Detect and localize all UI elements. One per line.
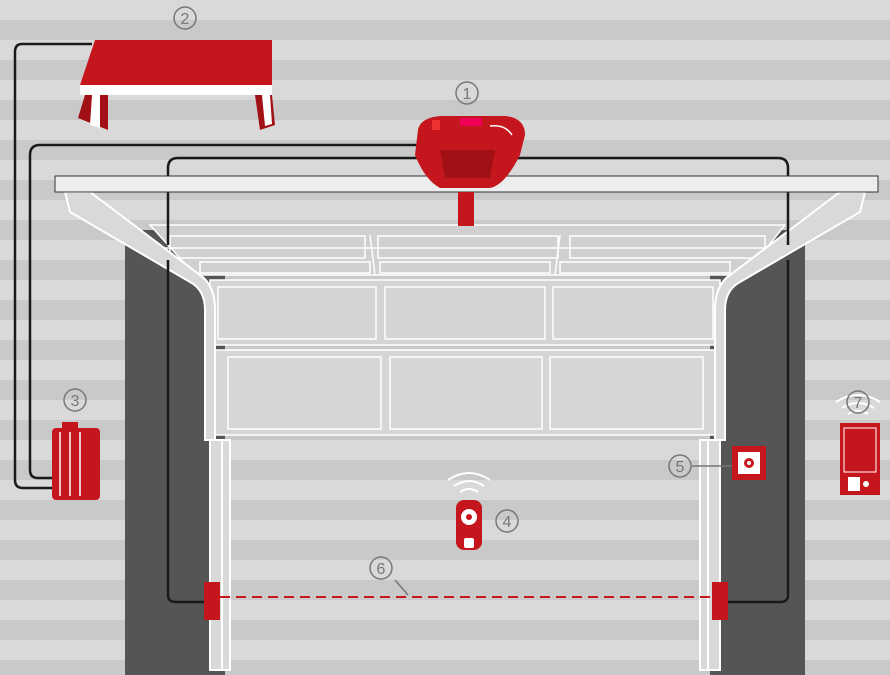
emergency-battery <box>78 40 275 130</box>
hand-transmitter <box>456 500 482 550</box>
svg-text:3: 3 <box>71 393 80 410</box>
door-middle-section <box>209 279 721 346</box>
photocell-light-barrier <box>204 579 728 620</box>
side-rails <box>63 191 867 441</box>
svg-text:2: 2 <box>181 11 190 28</box>
opener-mount <box>458 192 474 226</box>
svg-text:7: 7 <box>854 395 863 412</box>
callout-1: 1 <box>455 81 479 105</box>
wall-button <box>692 446 766 480</box>
wall-console-box <box>52 422 100 500</box>
svg-text:5: 5 <box>676 459 685 476</box>
callout-6: 6 <box>369 556 393 580</box>
door-lower-section <box>214 349 716 436</box>
garage-door <box>148 224 787 436</box>
door-top-section <box>148 224 787 276</box>
callout-4: 4 <box>495 509 519 533</box>
wireless-keypad <box>840 423 880 495</box>
svg-text:1: 1 <box>463 86 472 103</box>
callout-5: 5 <box>668 454 692 478</box>
svg-text:6: 6 <box>377 561 386 578</box>
callout-7: 7 <box>846 390 870 414</box>
svg-text:4: 4 <box>503 514 512 531</box>
callout-3: 3 <box>63 388 87 412</box>
garage-door-opener <box>415 116 525 188</box>
callout-2: 2 <box>173 6 197 30</box>
callout-numbers: 1 2 3 4 5 6 7 <box>63 6 870 580</box>
wireless-signal-icon <box>447 472 491 493</box>
wireless-signal-icon <box>835 394 881 415</box>
